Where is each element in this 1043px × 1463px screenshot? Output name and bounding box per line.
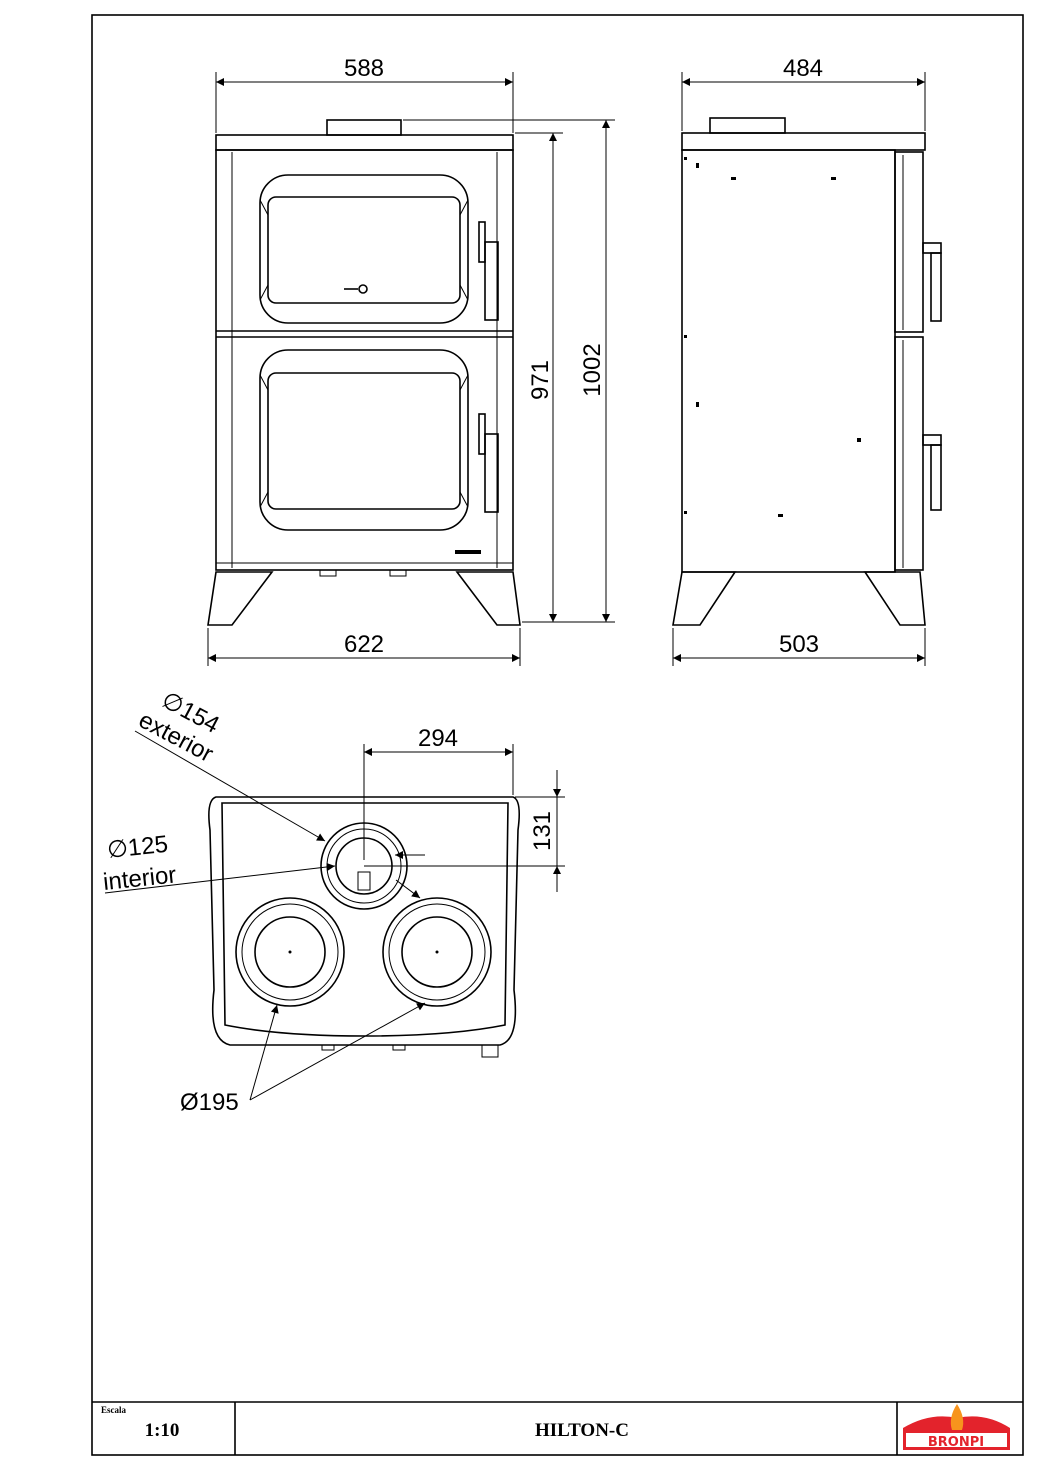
- dim-flue-offset-y: 131: [529, 811, 556, 851]
- svg-text:BRONPI: BRONPI: [928, 1435, 984, 1450]
- front-view: [207, 119, 521, 626]
- flue-interior-diameter: ∅125: [106, 831, 169, 864]
- dim-side-top-depth: 484: [783, 55, 823, 82]
- hotplate-diameter: Ø195: [180, 1089, 239, 1116]
- title-block: Escala 1:10 HILTON-C BRONPI: [92, 1401, 1023, 1455]
- dim-front-body-height: 971: [527, 360, 554, 400]
- scale-label: Escala: [101, 1405, 127, 1415]
- flue-interior-label: interior: [102, 861, 178, 896]
- drawing-frame: [91, 14, 1024, 1456]
- dim-side-base-depth: 503: [779, 631, 819, 658]
- dim-front-base-width: 622: [344, 631, 384, 658]
- bronpi-logo: BRONPI: [903, 1404, 1010, 1450]
- side-view: [672, 117, 942, 626]
- model-name: HILTON-C: [535, 1420, 629, 1441]
- dim-front-total-height: 1002: [579, 343, 606, 396]
- scale-value: 1:10: [145, 1420, 180, 1441]
- dim-flue-offset-x: 294: [418, 725, 458, 752]
- dim-front-top-width: 588: [344, 55, 384, 82]
